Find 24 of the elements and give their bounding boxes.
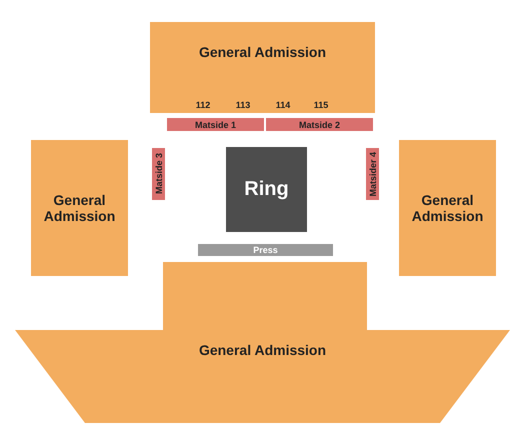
section-number: 114	[276, 100, 290, 110]
ring	[226, 147, 307, 232]
section-label: Matside 1	[194, 120, 236, 130]
section-label: Matside 3	[154, 153, 164, 194]
section-label: General Admission	[410, 192, 484, 224]
seating-section	[15, 262, 510, 423]
section-number: 115	[314, 100, 328, 110]
seating-section	[31, 140, 128, 276]
seating-section	[266, 118, 373, 131]
section-label: General Admission	[198, 44, 326, 60]
seating-section	[167, 118, 264, 131]
section-label: Press	[253, 245, 278, 255]
press-area	[198, 244, 333, 256]
seating-section	[150, 22, 375, 113]
section-label: General Admission	[42, 192, 116, 224]
seating-section	[399, 140, 496, 276]
section-label: Matside 2	[298, 120, 340, 130]
section-number: 113	[236, 100, 250, 110]
section-number: 112	[196, 100, 210, 110]
section-label: Matsider 4	[368, 152, 378, 196]
seating-section	[366, 148, 379, 200]
section-label: General Admission	[198, 342, 326, 358]
seating-section	[152, 148, 165, 200]
section-label: Ring	[244, 178, 289, 201]
